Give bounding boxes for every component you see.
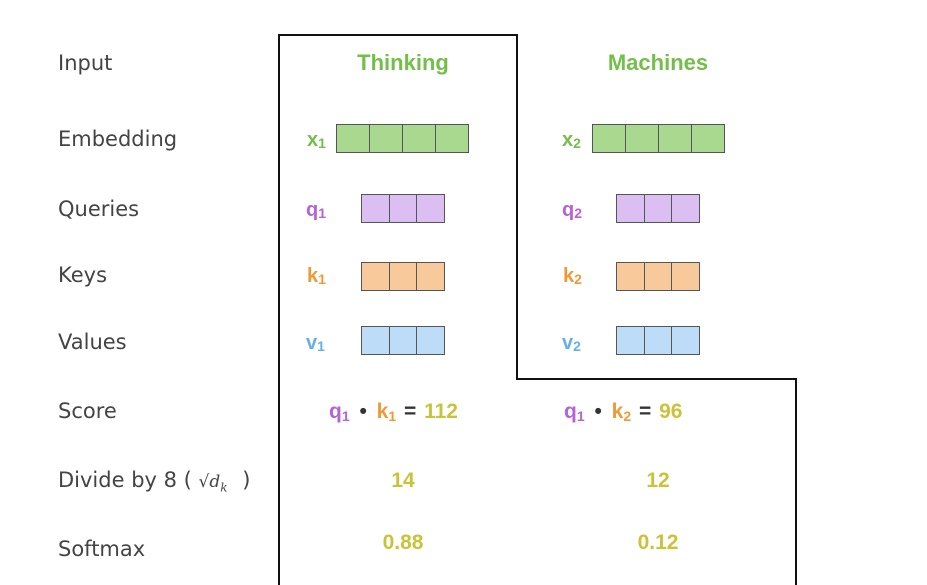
k2-key-vector xyxy=(616,262,700,291)
row-label-keys: Keys xyxy=(58,263,108,287)
x2-embedding-vector xyxy=(592,124,725,153)
row-label-queries: Queries xyxy=(58,197,140,221)
v1-value-vector xyxy=(361,326,445,355)
divide-suffix: ) xyxy=(242,468,251,492)
sqrt-dk-formula: √dk xyxy=(198,472,228,495)
q2-label: q2 xyxy=(562,199,583,221)
row-label-score: Score xyxy=(58,399,117,423)
x1-embedding-vector xyxy=(336,124,469,153)
v2-value-vector xyxy=(616,326,700,355)
softmax-thinking: 0.88 xyxy=(382,531,424,554)
k2-label: k2 xyxy=(563,265,582,287)
row-label-embedding: Embedding xyxy=(58,127,178,151)
row-label-softmax: Softmax xyxy=(58,537,146,561)
row-label-divide: Divide by 8 ( √dk ) xyxy=(58,468,251,495)
softmax-machines: 0.12 xyxy=(637,531,679,554)
divided-machines: 12 xyxy=(646,469,670,492)
row-label-values: Values xyxy=(58,330,127,354)
x1-label: x1 xyxy=(307,129,326,151)
row-label-input: Input xyxy=(58,51,113,75)
v1-label: v1 xyxy=(306,332,325,354)
word-machines: Machines xyxy=(607,50,709,75)
x2-label: x2 xyxy=(562,129,581,151)
word-thinking: Thinking xyxy=(357,50,449,75)
k1-label: k1 xyxy=(307,265,326,287)
q2-query-vector xyxy=(616,194,700,223)
k1-key-vector xyxy=(361,262,445,291)
score-machines: q1 • k2 = 96 xyxy=(564,400,683,424)
q1-label: q1 xyxy=(306,199,327,221)
v2-label: v2 xyxy=(562,332,581,354)
divide-prefix: Divide by 8 ( xyxy=(58,468,192,492)
score-thinking: q1 • k1 = 112 xyxy=(329,400,458,424)
divided-thinking: 14 xyxy=(391,469,415,492)
q1-query-vector xyxy=(361,194,445,223)
